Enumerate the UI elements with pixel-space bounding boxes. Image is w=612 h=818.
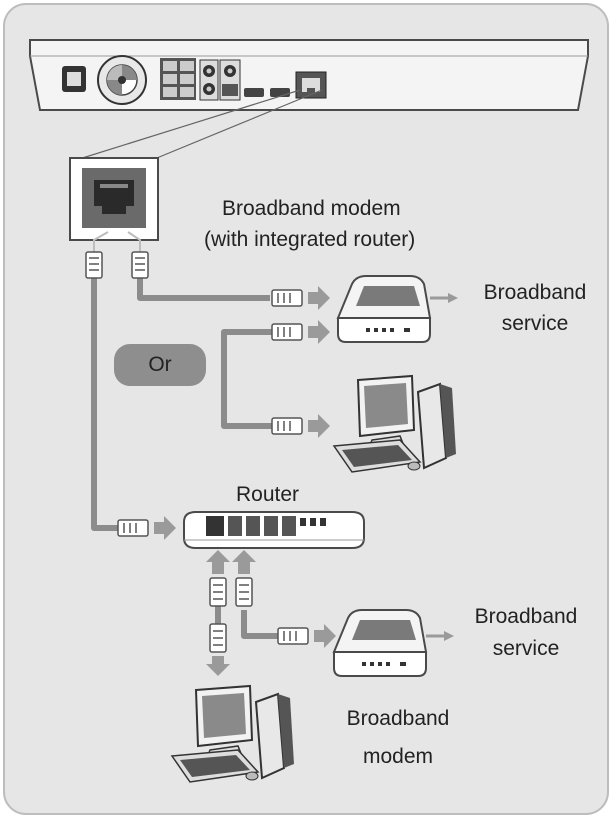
label-service-2-line1: Broadband xyxy=(474,605,578,628)
rj45-plugs xyxy=(85,251,309,653)
router-device xyxy=(183,511,365,549)
zoom-line xyxy=(75,89,301,161)
cable-router-to-modem xyxy=(241,610,280,639)
plug-icon xyxy=(277,627,309,645)
broadband-modem-router-device xyxy=(336,275,432,343)
arrow-right-icon xyxy=(308,286,330,310)
label-modem-router-sub: (with integrated router) xyxy=(204,228,416,251)
player-rear-panel xyxy=(29,39,589,111)
fan-icon xyxy=(97,55,147,105)
label-service-1-line1: Broadband xyxy=(483,281,587,304)
hdmi-port-icon xyxy=(244,88,264,97)
computer-top-icon xyxy=(332,374,456,473)
arrow-right-icon xyxy=(308,414,330,438)
connection-arrows xyxy=(154,286,336,676)
broadband-modem-device xyxy=(332,609,428,677)
plug-icon xyxy=(235,577,253,607)
label-modem-line1: Broadband xyxy=(346,707,450,730)
label-modem-line2: modem xyxy=(362,745,434,768)
plug-icon xyxy=(131,251,149,279)
arrow-down-icon xyxy=(206,656,230,676)
arrow-right-icon xyxy=(314,624,336,648)
speaker-terminals-icon xyxy=(160,58,196,100)
plug-icon xyxy=(117,519,149,537)
plug-icon xyxy=(85,251,103,279)
zoom-line xyxy=(151,89,323,161)
cable-to-router xyxy=(91,270,122,531)
plug-icon xyxy=(271,323,303,341)
plug-icon xyxy=(271,289,303,307)
cable-modem-to-pc xyxy=(221,329,276,429)
cable-to-modem-router xyxy=(137,270,270,301)
label-or: Or xyxy=(148,353,172,376)
arrow-up-icon xyxy=(232,550,256,574)
label-modem-router: Broadband modem xyxy=(222,197,401,220)
arrow-up-icon xyxy=(206,550,230,574)
computer-bottom-icon xyxy=(170,684,294,783)
plug-icon xyxy=(209,623,227,653)
arrow-right-icon xyxy=(308,320,330,344)
label-router: Router xyxy=(236,483,300,506)
audio-jacks-icon xyxy=(199,59,241,101)
arrow-right-icon xyxy=(154,516,176,540)
label-service-1-line2: service xyxy=(501,312,569,335)
or-badge xyxy=(114,344,206,386)
player-lan-port-icon xyxy=(295,71,327,99)
plug-icon xyxy=(271,417,303,435)
label-service-2-line2: service xyxy=(492,637,560,660)
lan-jack-magnified-icon xyxy=(69,157,159,241)
plug-icon xyxy=(209,577,227,607)
